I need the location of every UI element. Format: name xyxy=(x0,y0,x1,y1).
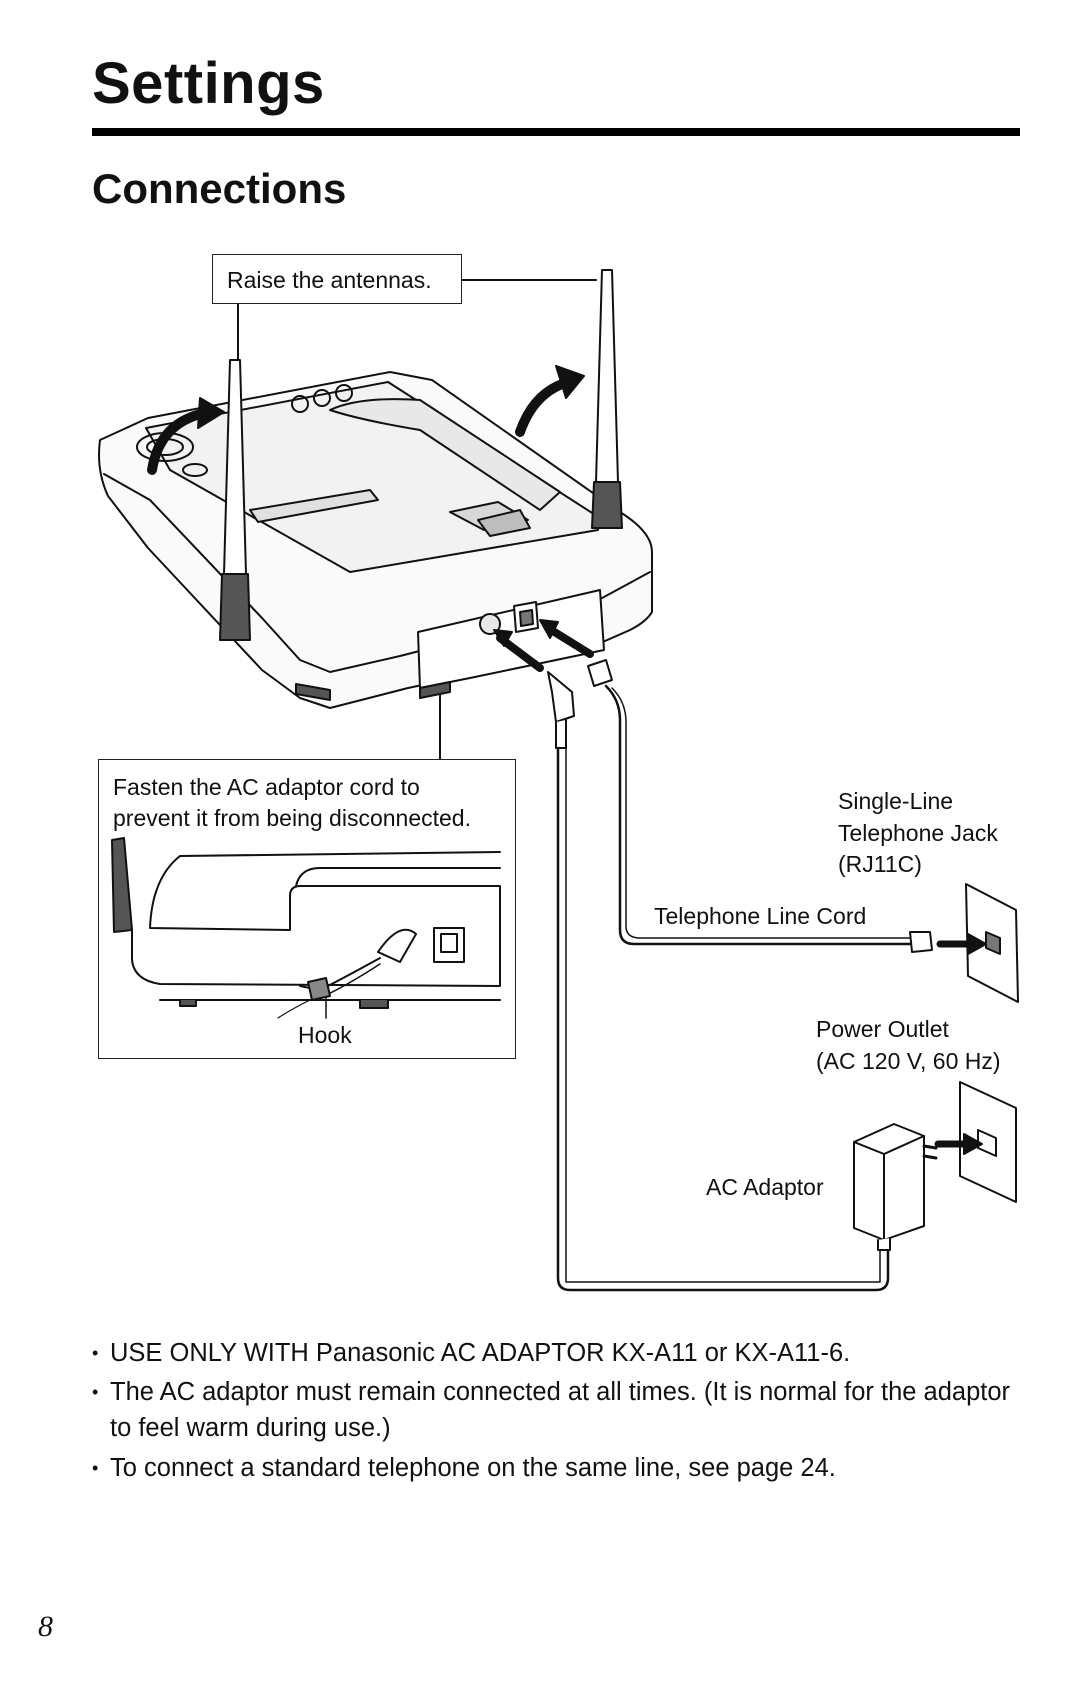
ac-cord-illustration xyxy=(547,671,890,1292)
section-heading: Connections xyxy=(92,165,347,212)
note-item: To connect a standard telephone on the s… xyxy=(92,1450,1032,1486)
inset-hook-illustration xyxy=(111,837,501,1019)
notes-list: USE ONLY WITH Panasonic AC ADAPTOR KX-A1… xyxy=(92,1335,1032,1489)
ac-adaptor-illustration xyxy=(853,1123,938,1251)
antenna-callout-text: Raise the antennas. xyxy=(227,267,432,293)
connection-diagram xyxy=(98,269,1019,1292)
page-number: 8 xyxy=(38,1610,53,1643)
note-item: The AC adaptor must remain connected at … xyxy=(92,1374,1032,1446)
jack-label-line2: Telephone Jack xyxy=(838,819,998,846)
hook-label: Hook xyxy=(298,1022,352,1048)
telephone-line-cord-label: Telephone Line Cord xyxy=(654,903,867,929)
page-title: Settings xyxy=(92,51,325,116)
antenna-callout-leader xyxy=(237,279,597,361)
ac-adaptor-label: AC Adaptor xyxy=(706,1174,824,1200)
antenna-callout: Raise the antennas. xyxy=(212,254,462,304)
fasten-callout-line2: prevent it from being disconnected. xyxy=(113,805,471,832)
jack-label-line3: (RJ11C) xyxy=(838,851,922,878)
note-item: USE ONLY WITH Panasonic AC ADAPTOR KX-A1… xyxy=(92,1335,1032,1371)
jack-label-line1: Single-Line xyxy=(838,788,954,814)
fasten-cord-callout: Fasten the AC adaptor cord to prevent it… xyxy=(98,759,516,1059)
fasten-callout-line1: Fasten the AC adaptor cord to xyxy=(113,774,420,800)
telephone-cord-illustration xyxy=(587,659,933,953)
base-unit-illustration xyxy=(98,269,653,709)
power-outlet-illustration xyxy=(934,1081,1017,1203)
power-outlet-label: Power Outlet (AC 120 V, 60 Hz) xyxy=(816,1014,1001,1077)
outlet-label-line1: Power Outlet xyxy=(816,1016,949,1042)
telephone-jack-label: Single-Line Telephone Jack (RJ11C) xyxy=(838,786,998,881)
title-rule xyxy=(92,128,1020,136)
outlet-label-line2: (AC 120 V, 60 Hz) xyxy=(816,1047,1001,1074)
wall-jack-illustration xyxy=(936,883,1019,1003)
